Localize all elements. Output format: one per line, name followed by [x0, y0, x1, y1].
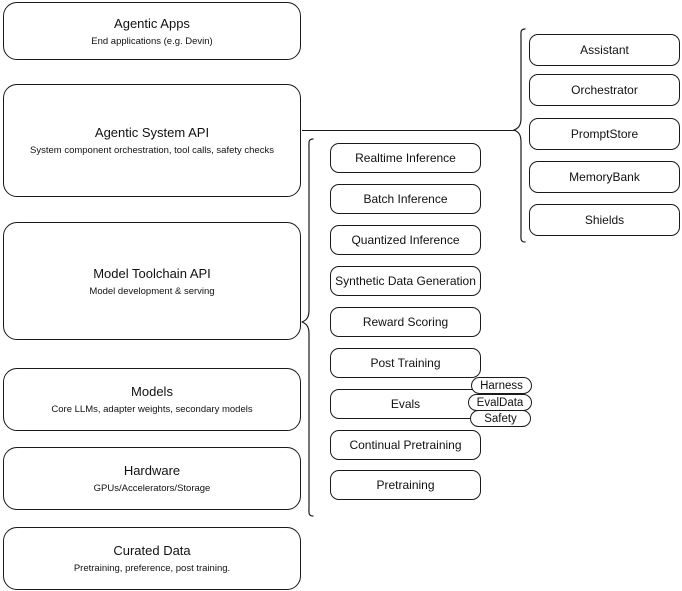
layer-model-toolchain-api[interactable]: Model Toolchain API Model development & …	[3, 222, 301, 340]
layer-curated-data[interactable]: Curated Data Pretraining, preference, po…	[3, 527, 301, 590]
brace-toolchain-capabilities	[300, 138, 314, 518]
layer-title: Agentic System API	[94, 125, 210, 140]
system-component-assistant[interactable]: Assistant	[529, 34, 680, 66]
layer-subtitle: Model development & serving	[89, 285, 215, 297]
connector-agentic-system-api-to-components	[302, 130, 516, 131]
capability-label: Realtime Inference	[355, 150, 456, 165]
layer-title: Agentic Apps	[114, 15, 190, 31]
system-component-label: Shields	[584, 212, 625, 227]
capability-label: Batch Inference	[363, 191, 448, 206]
layer-title: Model Toolchain API	[93, 265, 211, 281]
capability-synthetic-data-generation[interactable]: Synthetic Data Generation	[330, 266, 481, 296]
capability-label: Post Training	[370, 355, 441, 370]
capability-label: Pretraining	[376, 477, 435, 492]
layer-subtitle: GPUs/Accelerators/Storage	[93, 483, 211, 494]
system-component-label: Assistant	[580, 42, 629, 57]
layer-subtitle: Core LLMs, adapter weights, secondary mo…	[51, 404, 253, 415]
capability-post-training[interactable]: Post Training	[330, 348, 481, 378]
evals-subcomponent-label: Harness	[480, 379, 523, 392]
capability-label: Synthetic Data Generation	[335, 273, 476, 288]
capability-pretraining[interactable]: Pretraining	[330, 470, 481, 500]
layer-title: Hardware	[123, 463, 181, 478]
layer-title: Curated Data	[113, 543, 191, 558]
capability-label: Evals	[390, 396, 421, 411]
system-component-orchestrator[interactable]: Orchestrator	[529, 74, 680, 106]
system-component-shields[interactable]: Shields	[529, 204, 680, 236]
evals-subcomponent-label: Safety	[484, 412, 517, 425]
layer-agentic-apps[interactable]: Agentic Apps End applications (e.g. Devi…	[3, 2, 301, 60]
capability-label: Continual Pretraining	[349, 437, 462, 452]
system-component-promptstore[interactable]: PromptStore	[529, 118, 680, 150]
layer-title: Models	[131, 384, 173, 399]
system-component-label: MemoryBank	[569, 169, 640, 184]
layer-subtitle: End applications (e.g. Devin)	[91, 35, 213, 47]
evals-subcomponent-evaldata[interactable]: EvalData	[468, 394, 532, 411]
capability-label: Reward Scoring	[362, 314, 449, 329]
capability-label: Quantized Inference	[351, 232, 460, 247]
capability-realtime-inference[interactable]: Realtime Inference	[330, 143, 481, 173]
layer-models[interactable]: Models Core LLMs, adapter weights, secon…	[3, 368, 301, 431]
layer-agentic-system-api[interactable]: Agentic System API System component orch…	[3, 84, 301, 197]
brace-system-components	[512, 28, 526, 244]
capability-batch-inference[interactable]: Batch Inference	[330, 184, 481, 214]
system-component-label: Orchestrator	[571, 82, 638, 97]
system-component-label: PromptStore	[570, 126, 639, 141]
system-component-memorybank[interactable]: MemoryBank	[529, 161, 680, 193]
capability-quantized-inference[interactable]: Quantized Inference	[330, 225, 481, 255]
layer-subtitle: Pretraining, preference, post training.	[73, 563, 231, 574]
capability-reward-scoring[interactable]: Reward Scoring	[330, 307, 481, 337]
layer-hardware[interactable]: Hardware GPUs/Accelerators/Storage	[3, 447, 301, 510]
evals-subcomponent-label: EvalData	[476, 396, 524, 409]
layer-subtitle: System component orchestration, tool cal…	[30, 145, 274, 156]
evals-subcomponent-safety[interactable]: Safety	[470, 410, 531, 427]
capability-continual-pretraining[interactable]: Continual Pretraining	[330, 430, 481, 460]
evals-subcomponent-harness[interactable]: Harness	[471, 377, 532, 394]
capability-evals[interactable]: Evals	[330, 389, 481, 419]
